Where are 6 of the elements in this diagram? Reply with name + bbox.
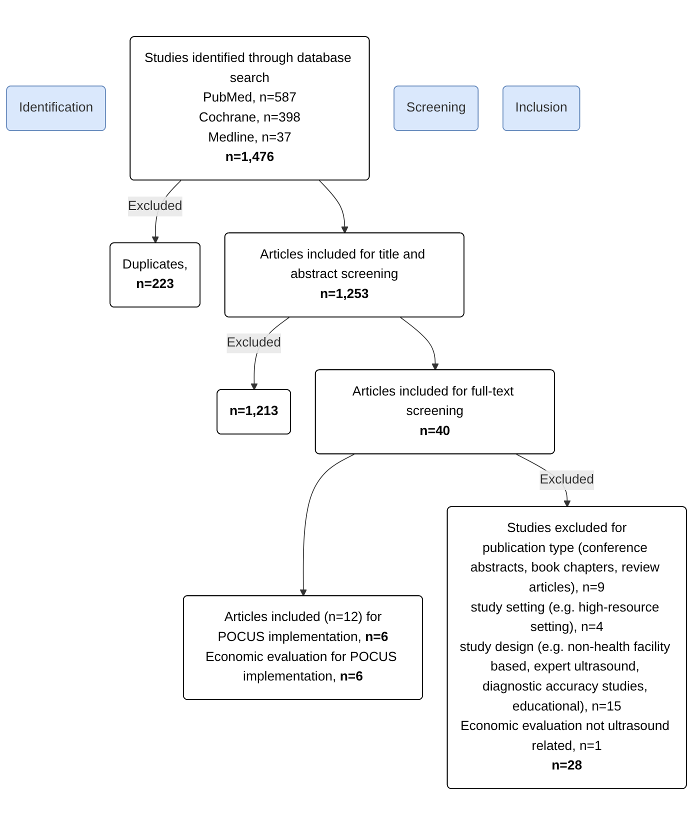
edge-label: Excluded: [226, 336, 281, 350]
edge-label: Excluded: [128, 199, 182, 214]
arrow: [300, 454, 355, 597]
arrow: [400, 317, 439, 371]
edge-label: Excluded: [540, 473, 594, 488]
arrow: [318, 180, 348, 234]
